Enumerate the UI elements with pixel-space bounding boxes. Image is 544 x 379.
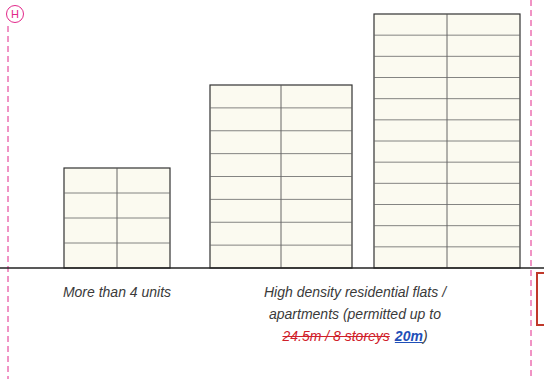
edge-marker — [537, 273, 544, 325]
floor-line — [210, 176, 352, 177]
floor-line — [210, 153, 352, 154]
caption-line: 24.5m / 8 storeys 20m) — [236, 325, 474, 347]
boundary-dashed-line — [8, 26, 9, 379]
floor-line — [374, 77, 520, 78]
floor-line — [64, 193, 170, 194]
floor-line — [210, 222, 352, 223]
floor-line — [374, 162, 520, 163]
floor-line — [210, 130, 352, 131]
floor-line — [210, 199, 352, 200]
marker-letter: H — [11, 9, 19, 20]
floor-line — [64, 218, 170, 219]
building — [210, 85, 352, 268]
floor-line — [374, 35, 520, 36]
building-caption: More than 4 units — [63, 284, 171, 300]
deleted-height: 24.5m / 8 storeys — [282, 328, 389, 344]
floor-line — [374, 141, 520, 142]
caption-label: More than 4 units — [57, 281, 177, 303]
caption-label: High density residential flats / apartme… — [236, 281, 474, 347]
floor-line — [64, 243, 170, 244]
floor-line — [210, 107, 352, 108]
building-caption: High density residential flats / apartme… — [264, 284, 446, 322]
boundary-dashed-line — [531, 0, 532, 379]
floor-line — [374, 98, 520, 99]
floor-line — [374, 119, 520, 120]
amended-height: 20m — [395, 328, 423, 344]
buildings — [64, 14, 520, 268]
section-marker: H — [6, 5, 24, 23]
building — [64, 168, 170, 268]
floor-line — [374, 204, 520, 205]
ground-line — [0, 267, 544, 269]
floor-line — [210, 245, 352, 246]
caption-line: High density residential flats / apartme… — [236, 281, 474, 325]
caption-bracket: ) — [423, 328, 428, 344]
floor-line — [374, 225, 520, 226]
floor-line — [374, 183, 520, 184]
floor-line — [374, 246, 520, 247]
floor-line — [374, 56, 520, 57]
building — [374, 14, 520, 268]
